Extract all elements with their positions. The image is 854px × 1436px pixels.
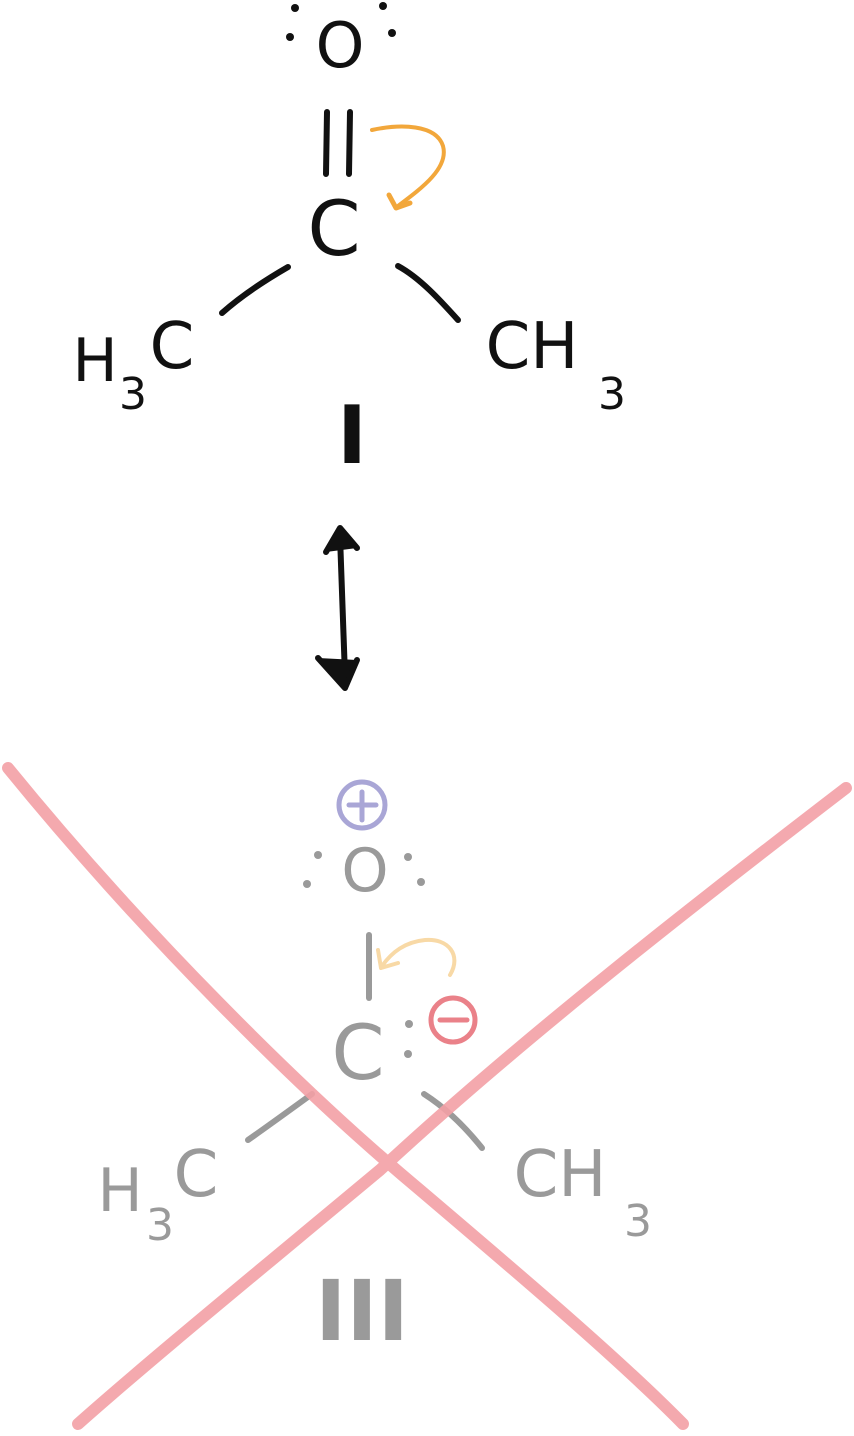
right-methyl-sub-I: 3: [598, 369, 626, 420]
positive-charge-III: [336, 779, 388, 831]
structure-I: O C H 3 C CH 3 I: [72, 2, 626, 482]
left-methyl-sub-III: 3: [146, 1200, 174, 1251]
left-methyl-H-III: H: [97, 1156, 142, 1226]
oxygen-atom-I: O: [316, 9, 365, 82]
resonance-arrow: [315, 525, 360, 691]
structure-label-I: I: [337, 389, 367, 482]
bond-left-I: [219, 264, 291, 316]
cross-out-mark: [2, 762, 852, 1430]
carbon-atom-I: C: [307, 184, 360, 273]
structure-label-III: III: [315, 1262, 409, 1360]
left-methyl-sub-I: 3: [119, 369, 147, 420]
right-methyl-CH-I: CH: [486, 310, 579, 384]
left-methyl-H-I: H: [72, 326, 117, 396]
carbon-atom-III: C: [331, 1008, 384, 1097]
right-methyl-CH-III: CH: [514, 1138, 607, 1212]
double-bond-left-I: [323, 109, 330, 177]
electron-arrow-III: [376, 937, 457, 977]
double-bond-right-I: [346, 109, 353, 177]
left-methyl-C-I: C: [150, 310, 195, 384]
oxygen-lone-pairs-I: [286, 2, 396, 41]
oxygen-lone-pairs-III: [303, 851, 425, 888]
bond-left-III: [245, 1091, 315, 1143]
electron-arrow-I: [370, 124, 446, 211]
cross-stroke-2: [72, 782, 852, 1430]
oxygen-atom-III: O: [341, 836, 388, 906]
left-methyl-C-III: C: [174, 1138, 219, 1212]
structure-III: + O C − H: [97, 779, 652, 1360]
arrowhead-up: [323, 525, 360, 555]
negative-charge-III: [428, 995, 478, 1045]
right-methyl-sub-III: 3: [624, 1196, 652, 1247]
arrowhead-down: [315, 655, 360, 691]
carbon-lone-pair-III: [404, 1020, 413, 1058]
bond-right-I: [395, 263, 461, 323]
bond-right-III: [421, 1091, 485, 1151]
